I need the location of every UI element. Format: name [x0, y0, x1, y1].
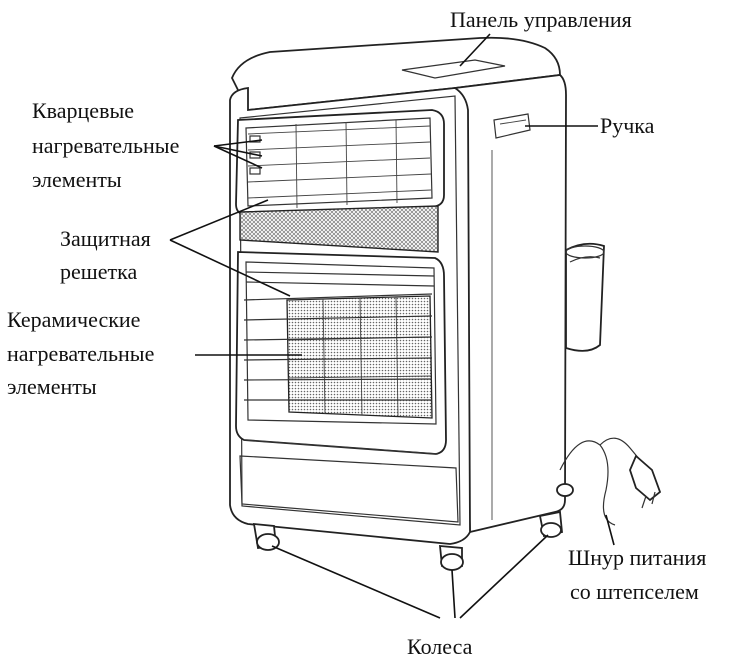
wheel-front-left	[252, 522, 280, 551]
wheel-back-right	[538, 510, 563, 538]
label-cord-line1: Шнур питания	[568, 545, 706, 570]
label-grille-line2: решетка	[60, 259, 137, 284]
side-basket	[565, 242, 605, 352]
upper-grille	[239, 205, 439, 253]
wheel-front-right	[438, 545, 464, 571]
plug-icon	[629, 454, 662, 509]
leader-lines	[169, 33, 615, 619]
handle	[493, 113, 531, 139]
power-cord	[559, 437, 662, 526]
label-control-panel: Панель управления	[450, 7, 632, 32]
label-cord-line2: со штепселем	[570, 579, 699, 604]
label-quartz-line1: Кварцевые	[32, 98, 134, 123]
wheel-back-left	[556, 483, 574, 497]
label-ceramic-line1: Керамические	[7, 307, 140, 332]
control-panel	[401, 59, 506, 79]
label-handle: Ручка	[600, 113, 655, 138]
label-quartz-line2: нагревательные	[32, 133, 179, 158]
label-quartz-line3: элементы	[32, 167, 122, 192]
quartz-section	[235, 109, 445, 215]
label-grille-line1: Защитная	[60, 226, 151, 251]
ceramic-section	[235, 251, 447, 455]
label-ceramic-line2: нагревательные	[7, 341, 154, 366]
label-wheels: Колеса	[407, 634, 473, 659]
label-ceramic-line3: элементы	[7, 374, 97, 399]
labels: Панель управления Ручка Кварцевые нагрев…	[7, 7, 706, 659]
lower-front	[239, 455, 459, 523]
